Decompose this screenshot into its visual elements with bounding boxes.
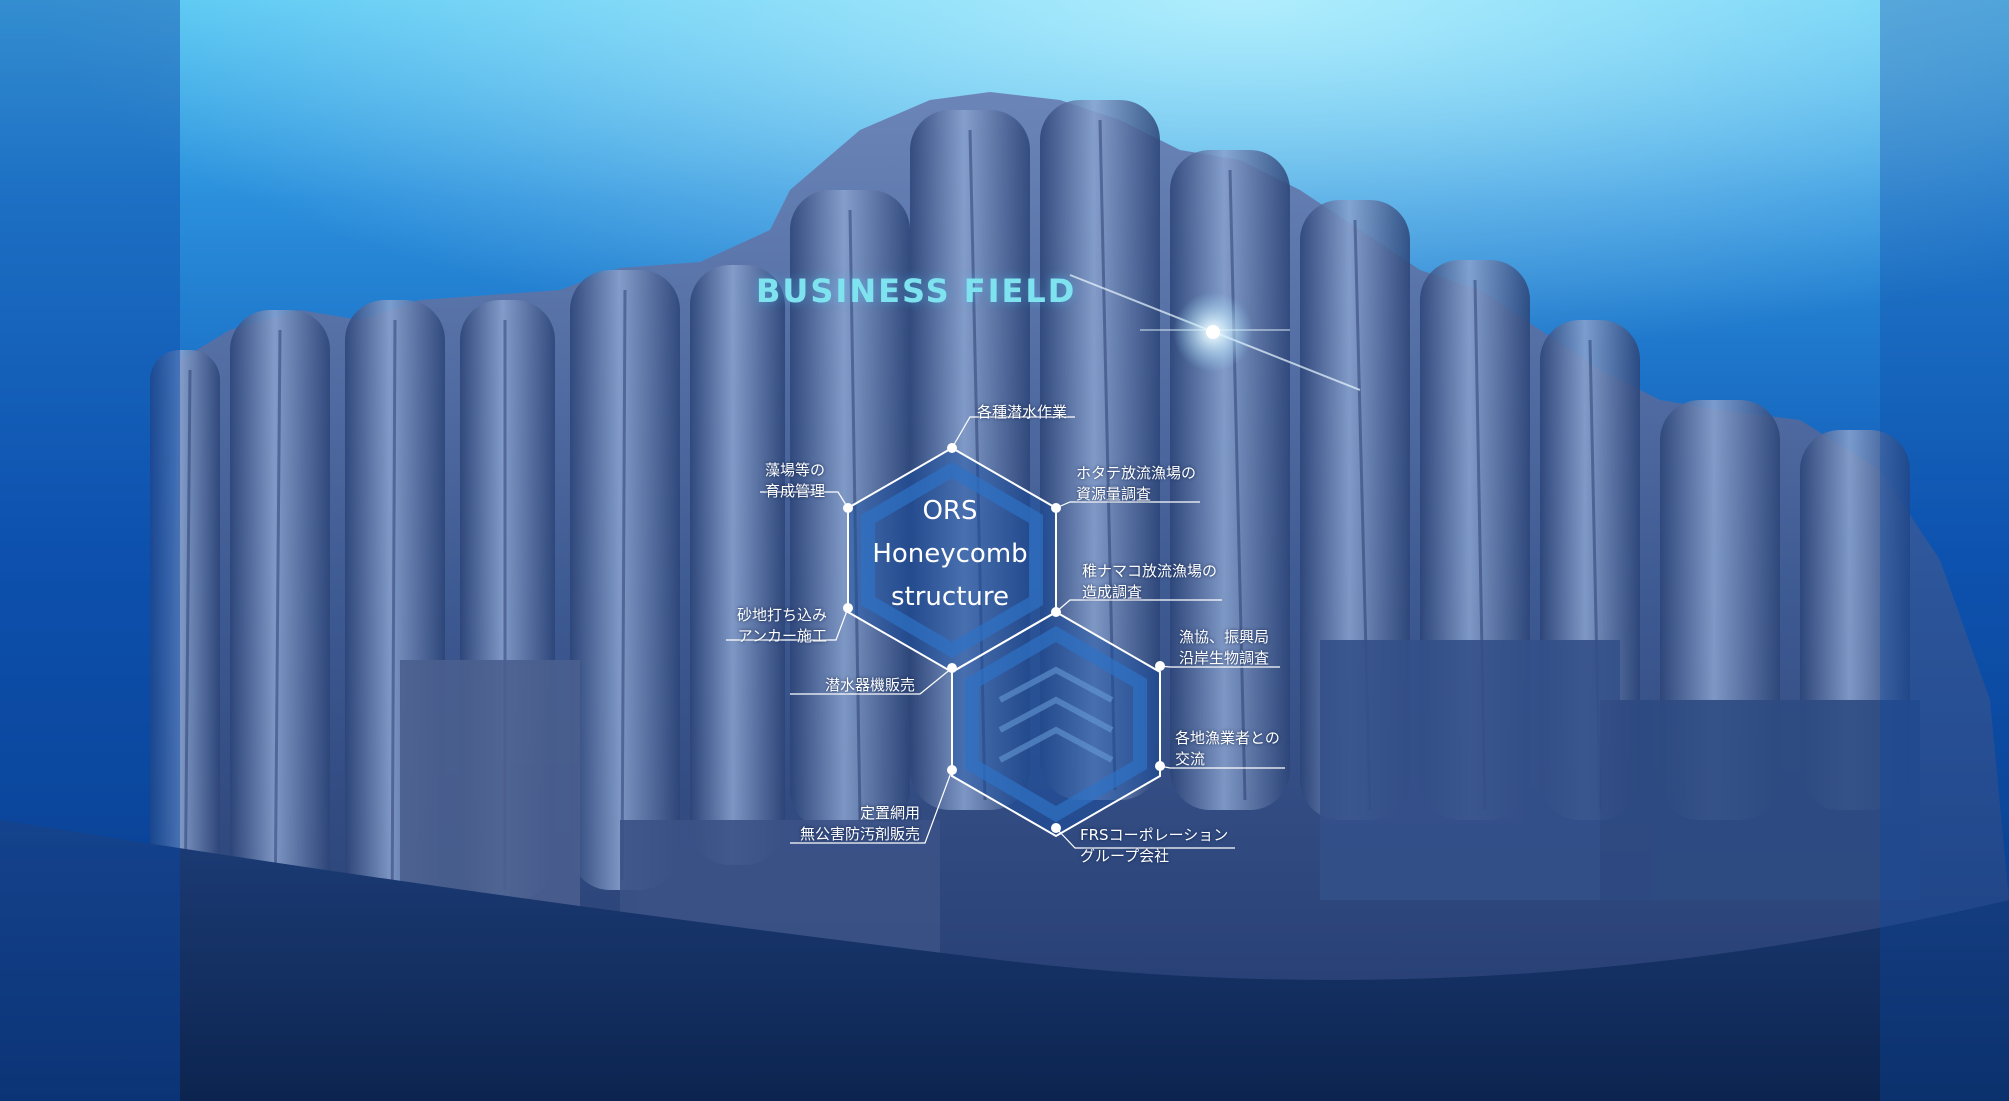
honeycomb-label: ORS Honeycomb structure [872,496,1028,612]
label-diving-equipment-sales: 潜水器機販売 [824,676,915,694]
label-diving-work: 各種潜水作業 [977,403,1068,421]
section-title: BUSINESS FIELD [756,272,1077,310]
label-scallop-survey: ホタテ放流漁場の 資源量調査 [1076,464,1197,503]
lens-flare [1069,274,1361,391]
label-fishery-coastal-survey: 漁協、振興局 沿岸生物調査 [1179,628,1270,667]
label-anchor-construction: 砂地打ち込み アンカー施工 [736,606,827,645]
label-frs-group-company: FRSコーポレーション グループ会社 [1080,826,1229,865]
label-sea-cucumber-survey: 稚ナマコ放流漁場の 造成調査 [1082,562,1218,601]
label-antifouling-sales: 定置網用 無公害防汚剤販売 [799,804,920,843]
honeycomb-diagram [726,416,1285,849]
label-seaweed-management: 藻場等の 育成管理 [764,461,825,500]
label-fisher-exchange: 各地漁業者との 交流 [1175,729,1280,768]
